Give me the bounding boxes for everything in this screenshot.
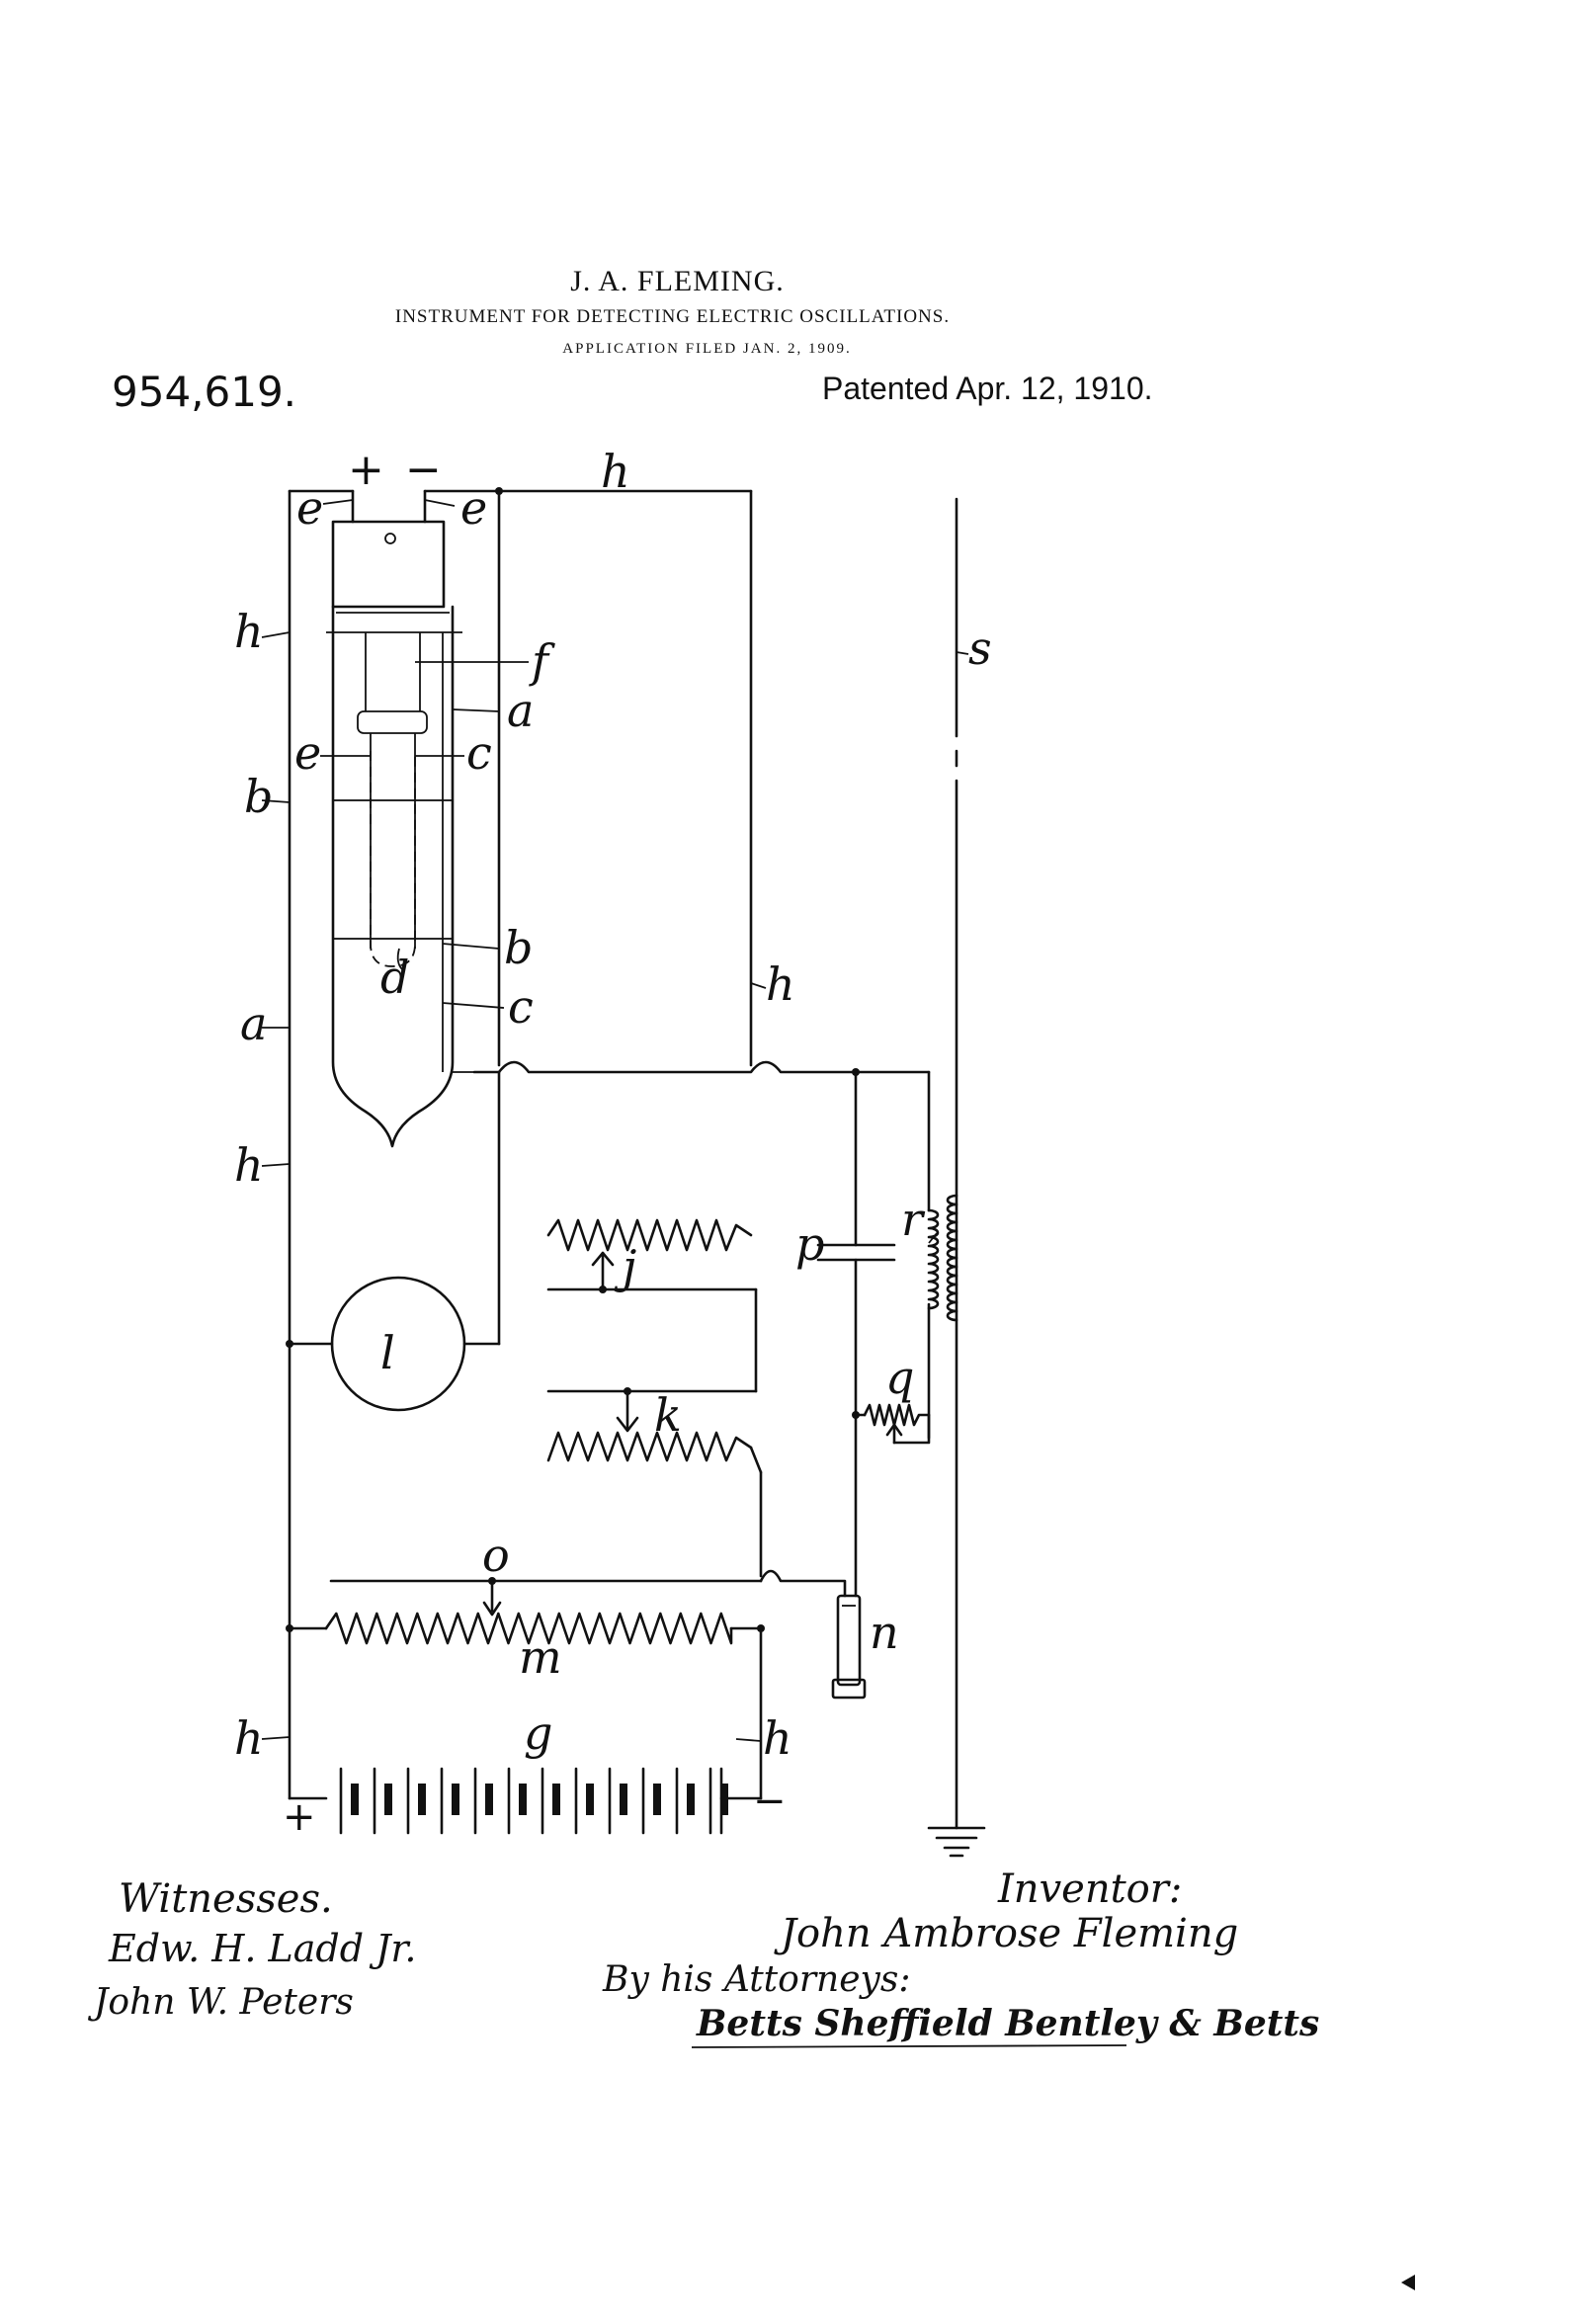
battery-g [288, 1767, 763, 1835]
patent-date: Patented Apr. 12, 1910. [822, 371, 1153, 406]
condenser-p [816, 1243, 896, 1598]
top-wiring [288, 487, 753, 1800]
label-l: l [380, 1326, 395, 1379]
label-g: g [524, 1706, 552, 1760]
attorneys-heading: By his Attorneys: [602, 1959, 910, 2000]
label-a-left: a [240, 997, 267, 1050]
label-d: d [380, 951, 409, 1004]
label-k: k [654, 1388, 682, 1442]
aerial-s [927, 497, 986, 1858]
coil-aerial [946, 1194, 958, 1322]
label-h-left-1: h [234, 605, 264, 658]
corner-mark [1401, 2275, 1415, 2290]
label-h-right-lower: h [763, 1711, 792, 1765]
label-s: s [968, 622, 992, 675]
label-e-mid-left: e [294, 726, 321, 780]
inventor-heading-sig: Inventor: [997, 1867, 1182, 1912]
battery-plus: + [283, 1794, 316, 1840]
witness-1-signature: Edw. H. Ladd Jr. [108, 1927, 416, 1970]
label-a-tube: a [507, 684, 534, 737]
attorneys-signature: Betts Sheffield Bentley & Betts [696, 2003, 1319, 2044]
potentiometer-jk [546, 1218, 763, 1578]
coil-r [927, 1208, 940, 1440]
label-p: p [795, 1217, 824, 1271]
label-c-mid: c [466, 726, 492, 780]
label-c-lower: c [508, 980, 534, 1034]
galvanometer [286, 1070, 501, 1412]
reference-letters: e e h h f a e c b b d c h a h s j p r l … [234, 445, 992, 1765]
inventor-heading: J. A. FLEMING. [570, 265, 785, 297]
label-h-left-2: h [234, 1138, 264, 1192]
resistance-q [852, 1403, 931, 1445]
resistance-m [286, 1569, 847, 1800]
vacuum-tube [326, 520, 501, 1148]
label-b-left: b [244, 770, 273, 823]
label-n: n [870, 1606, 899, 1659]
label-e-top-left: e [296, 481, 323, 535]
label-h-right: h [766, 957, 795, 1011]
signature-block: Witnesses. Edw. H. Ladd Jr. John W. Pete… [87, 1867, 1319, 2048]
patent-number: 954,619. [112, 368, 297, 416]
label-m: m [519, 1630, 562, 1684]
label-r: r [901, 1193, 926, 1246]
witness-2-signature: John W. Peters [87, 1982, 354, 2023]
telephone-n [831, 1594, 867, 1700]
battery-minus: − [753, 1779, 787, 1824]
label-f: f [529, 634, 555, 688]
label-h-left-3: h [234, 1711, 264, 1765]
label-o: o [482, 1529, 510, 1582]
witnesses-heading: Witnesses. [119, 1876, 333, 1922]
patent-title: INSTRUMENT FOR DETECTING ELECTRIC OSCILL… [394, 306, 951, 327]
terminal-minus: − [405, 445, 442, 495]
label-j: j [614, 1240, 636, 1293]
application-filed: APPLICATION FILED JAN. 2, 1909. [562, 341, 852, 357]
label-e-top-right: e [460, 481, 487, 535]
label-h-top: h [601, 445, 630, 498]
terminal-plus: + [348, 445, 384, 495]
inventor-signature: John Ambrose Fleming [774, 1911, 1238, 1956]
label-b-right: b [504, 921, 533, 974]
label-q: q [885, 1351, 914, 1404]
leader-lines [261, 499, 969, 1742]
oscillation-bus [497, 1060, 931, 1247]
